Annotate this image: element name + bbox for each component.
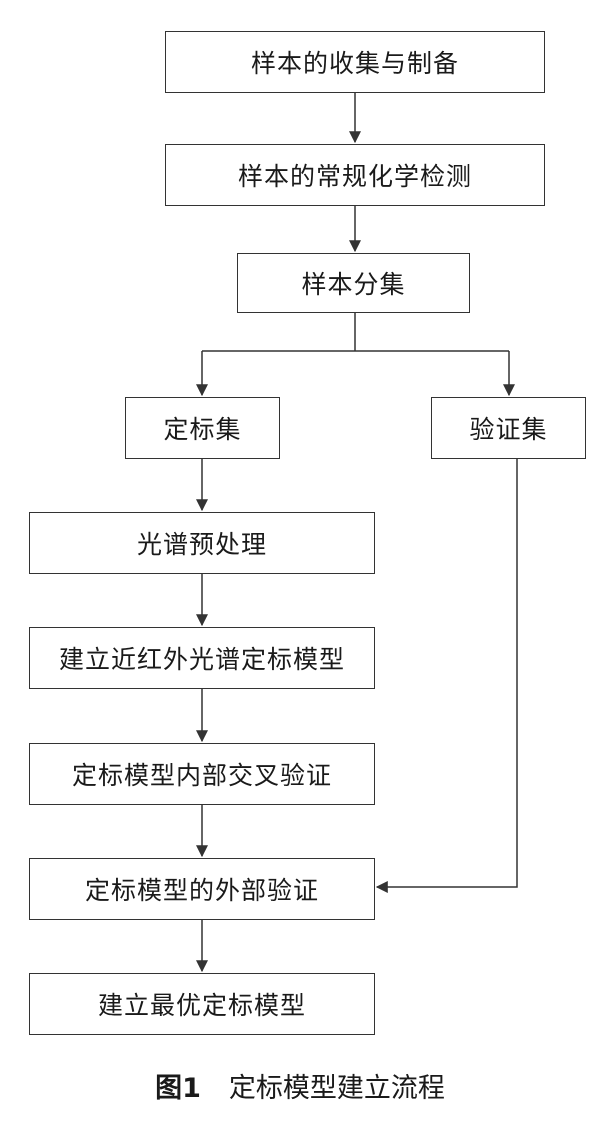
- node-sample-collection: 样本的收集与制备: [165, 31, 545, 93]
- node-sample-split: 样本分集: [237, 253, 470, 313]
- figure-number: 图1: [155, 1073, 201, 1104]
- node-chemical-testing: 样本的常规化学检测: [165, 144, 545, 206]
- node-label: 样本的收集与制备: [250, 49, 459, 78]
- node-label: 定标模型内部交叉验证: [71, 761, 332, 790]
- figure-caption: 图1 定标模型建立流程: [0, 1066, 600, 1105]
- node-calibration-set: 定标集: [125, 397, 280, 459]
- node-label: 样本的常规化学检测: [237, 162, 472, 191]
- node-label: 定标模型的外部验证: [84, 876, 319, 905]
- node-label: 定标集: [163, 415, 242, 444]
- node-label: 样本分集: [301, 270, 406, 299]
- node-optimal-model: 建立最优定标模型: [29, 973, 375, 1035]
- node-label: 建立近红外光谱定标模型: [58, 645, 345, 674]
- node-spectral-preprocessing: 光谱预处理: [29, 512, 375, 574]
- node-label: 建立最优定标模型: [97, 991, 306, 1020]
- node-label: 验证集: [469, 415, 548, 444]
- node-external-validation: 定标模型的外部验证: [29, 858, 375, 920]
- figure-title: 定标模型建立流程: [228, 1073, 445, 1104]
- edge-valid-extval: [375, 459, 518, 893]
- node-label: 光谱预处理: [136, 530, 267, 559]
- node-validation-set: 验证集: [431, 397, 586, 459]
- node-internal-cross-validation: 定标模型内部交叉验证: [29, 743, 375, 805]
- node-build-nir-model: 建立近红外光谱定标模型: [29, 627, 375, 689]
